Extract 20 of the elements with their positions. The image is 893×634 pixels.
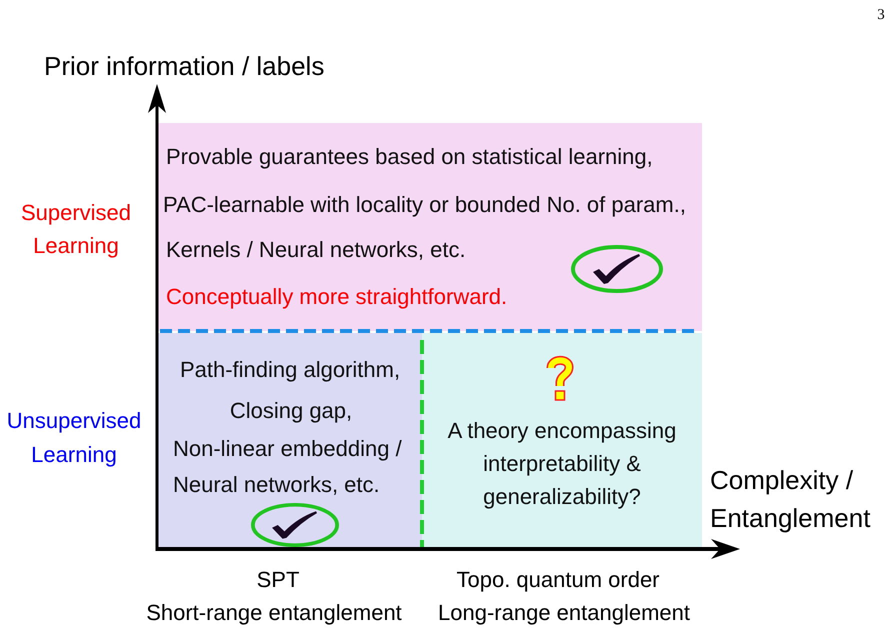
- axis-title: Complexity / Entanglement: [710, 464, 872, 535]
- page-number: 3: [876, 6, 886, 25]
- row-label: Unsupervised Learning: [6, 407, 142, 469]
- quadrant-panel: [157, 123, 702, 331]
- panel-text: Conceptually more straightforward.: [166, 283, 508, 311]
- column-label: Long-range entanglement: [437, 599, 691, 627]
- quadrant-panel: [157, 333, 422, 549]
- panel-text: A theory encompassing interpretability & generalizability?: [446, 416, 678, 511]
- panel-text: Provable guarantees based on statistical learning,: [166, 143, 654, 171]
- panel-text: Closing gap,: [228, 397, 354, 425]
- column-label: Short-range entanglement: [145, 599, 403, 627]
- panel-text: PAC-learnable with locality or bounded No. of param.,: [163, 191, 687, 219]
- axis-title: Prior information / labels: [44, 52, 326, 80]
- panel-text: Kernels / Neural networks, etc.: [166, 236, 467, 264]
- panel-text: Non-linear embedding / Neural networks, etc.: [173, 435, 403, 499]
- row-label: Supervised Learning: [20, 199, 132, 260]
- column-label: SPT: [256, 566, 300, 594]
- column-label: Topo. quantum order: [455, 566, 661, 594]
- quadrant-panel: [422, 333, 702, 549]
- panel-text: Path-finding algorithm,: [178, 356, 402, 384]
